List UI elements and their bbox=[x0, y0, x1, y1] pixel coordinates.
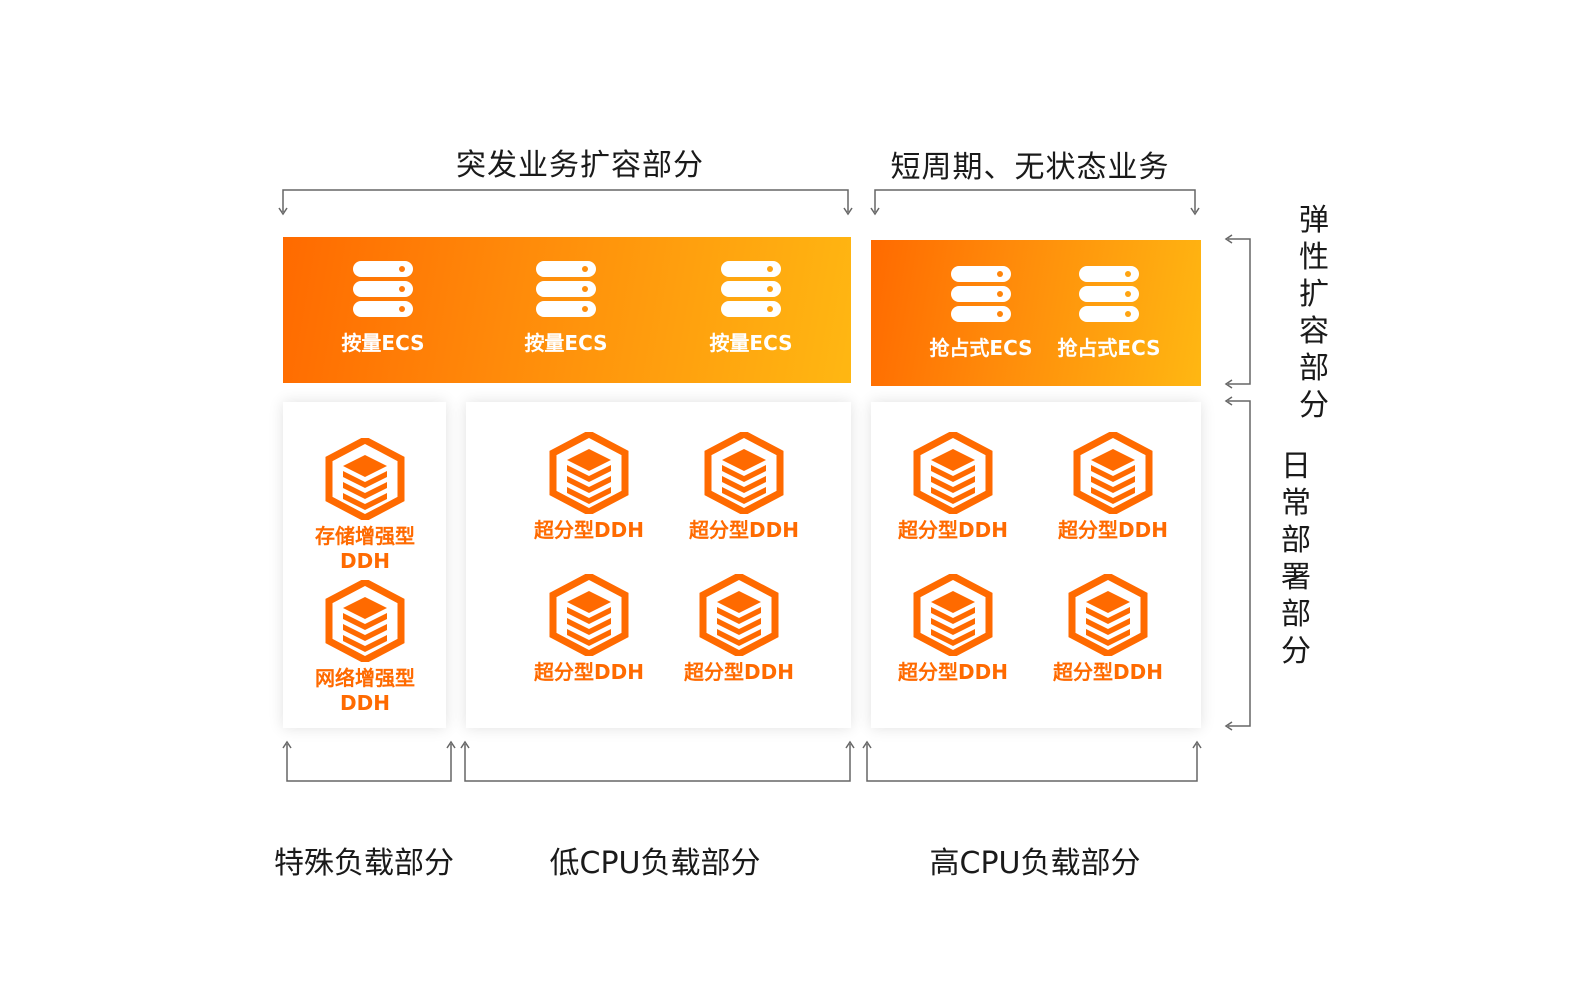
side-label-char: 性 bbox=[1299, 240, 1329, 275]
side-label-char: 分 bbox=[1281, 634, 1311, 669]
bracket-arrow bbox=[845, 740, 855, 749]
bracket-bottom-high-cpu bbox=[866, 744, 1198, 782]
bracket-arrow bbox=[282, 740, 292, 749]
ddh-label: 超分型DDH bbox=[898, 518, 1008, 542]
ddh-node: 超分型DDH bbox=[1033, 430, 1193, 543]
bracket-right-elastic bbox=[1228, 238, 1251, 385]
ecs-node: 按量ECS bbox=[313, 259, 453, 356]
ddh-node: 超分型DDH bbox=[664, 430, 824, 543]
hexagon-cube-server-icon bbox=[1068, 572, 1148, 658]
hexagon-cube-server-icon bbox=[913, 572, 993, 658]
ddh-label-line1: 网络增强型 bbox=[315, 666, 415, 690]
ddh-label: 超分型DDH bbox=[534, 518, 644, 542]
bracket-bottom-special bbox=[286, 744, 452, 782]
top-label-short-cycle: 短周期、无状态业务 bbox=[890, 150, 1170, 185]
server-rack-icon bbox=[536, 261, 596, 317]
side-label-char: 弹 bbox=[1299, 203, 1329, 238]
side-label-char: 扩 bbox=[1299, 277, 1329, 312]
ddh-node: 超分型DDH bbox=[1028, 572, 1188, 685]
ecs-label: 抢占式ECS bbox=[1057, 336, 1161, 360]
ddh-panel-high-cpu: 超分型DDH 超分型DDH 超分型DDH 超分型DDH bbox=[871, 402, 1201, 728]
bracket-arrow bbox=[870, 207, 880, 216]
bracket-arrow bbox=[1224, 379, 1233, 389]
bottom-label-low-cpu: 低CPU负载部分 bbox=[549, 846, 761, 881]
bottom-label-special: 特殊负载部分 bbox=[274, 846, 454, 881]
hexagon-cube-server-icon bbox=[1073, 430, 1153, 516]
ddh-node: 网络增强型 DDH bbox=[285, 578, 445, 716]
ecs-band-on-demand: 按量ECS 按量ECS 按量ECS bbox=[283, 237, 851, 383]
side-label-daily: 日 常 部 署 部 分 bbox=[1276, 448, 1316, 670]
ddh-label: 超分型DDH bbox=[689, 518, 799, 542]
top-label-burst: 突发业务扩容部分 bbox=[456, 148, 704, 183]
hexagon-cube-server-icon bbox=[549, 572, 629, 658]
ecs-node: 按量ECS bbox=[681, 259, 821, 356]
ddh-label-line2: DDH bbox=[340, 549, 390, 573]
bracket-arrow bbox=[1224, 721, 1233, 731]
ddh-panel-special: 存储增强型 DDH 网络增强型 DDH bbox=[283, 402, 446, 728]
bracket-top-short-cycle bbox=[874, 189, 1196, 212]
ddh-node: 超分型DDH bbox=[509, 430, 669, 543]
side-label-char: 部 bbox=[1281, 523, 1311, 558]
hexagon-cube-server-icon bbox=[549, 430, 629, 516]
ecs-band-preemptible: 抢占式ECS 抢占式ECS bbox=[871, 240, 1201, 386]
ecs-label: 抢占式ECS bbox=[929, 336, 1033, 360]
ecs-node: 抢占式ECS bbox=[911, 264, 1051, 361]
ddh-node: 存储增强型 DDH bbox=[285, 436, 445, 574]
side-label-elastic: 弹 性 扩 容 部 分 bbox=[1294, 202, 1334, 424]
ddh-node: 超分型DDH bbox=[873, 430, 1033, 543]
hexagon-cube-server-icon bbox=[913, 430, 993, 516]
bracket-arrow bbox=[862, 740, 872, 749]
side-label-char: 日 bbox=[1281, 449, 1311, 484]
ddh-label: 超分型DDH bbox=[898, 660, 1008, 684]
hexagon-cube-server-icon bbox=[325, 436, 405, 522]
ddh-label: 超分型DDH bbox=[684, 660, 794, 684]
hexagon-cube-server-icon bbox=[325, 578, 405, 664]
ecs-label: 按量ECS bbox=[341, 331, 425, 355]
bracket-arrow bbox=[1190, 207, 1200, 216]
ddh-panel-low-cpu: 超分型DDH 超分型DDH 超分型DDH 超分型DDH bbox=[466, 402, 851, 728]
bracket-arrow bbox=[1192, 740, 1202, 749]
ddh-label-line2: DDH bbox=[340, 691, 390, 715]
bracket-arrow bbox=[1224, 396, 1233, 406]
ecs-label: 按量ECS bbox=[524, 331, 608, 355]
ecs-node: 抢占式ECS bbox=[1039, 264, 1179, 361]
side-label-char: 分 bbox=[1299, 388, 1329, 423]
bottom-label-high-cpu: 高CPU负载部分 bbox=[929, 846, 1141, 881]
server-rack-icon bbox=[1079, 266, 1139, 322]
server-rack-icon bbox=[721, 261, 781, 317]
bracket-bottom-low-cpu bbox=[464, 744, 851, 782]
ddh-node: 超分型DDH bbox=[659, 572, 819, 685]
bracket-top-burst bbox=[282, 189, 849, 212]
ddh-label: 超分型DDH bbox=[1058, 518, 1168, 542]
ecs-label: 按量ECS bbox=[709, 331, 793, 355]
bracket-arrow bbox=[446, 740, 456, 749]
bracket-right-daily bbox=[1228, 400, 1251, 727]
ecs-node: 按量ECS bbox=[496, 259, 636, 356]
side-label-char: 部 bbox=[1281, 597, 1311, 632]
server-rack-icon bbox=[951, 266, 1011, 322]
ddh-label-line1: 存储增强型 bbox=[315, 524, 415, 548]
ddh-label: 超分型DDH bbox=[534, 660, 644, 684]
ddh-node: 超分型DDH bbox=[509, 572, 669, 685]
ddh-node: 超分型DDH bbox=[873, 572, 1033, 685]
side-label-char: 常 bbox=[1281, 486, 1311, 521]
bracket-arrow bbox=[1224, 234, 1233, 244]
bracket-arrow bbox=[460, 740, 470, 749]
ddh-label: 超分型DDH bbox=[1053, 660, 1163, 684]
hexagon-cube-server-icon bbox=[704, 430, 784, 516]
server-rack-icon bbox=[353, 261, 413, 317]
side-label-char: 容 bbox=[1299, 314, 1329, 349]
bracket-arrow bbox=[843, 207, 853, 216]
hexagon-cube-server-icon bbox=[699, 572, 779, 658]
bracket-arrow bbox=[278, 207, 288, 216]
side-label-char: 部 bbox=[1299, 351, 1329, 386]
side-label-char: 署 bbox=[1281, 560, 1311, 595]
